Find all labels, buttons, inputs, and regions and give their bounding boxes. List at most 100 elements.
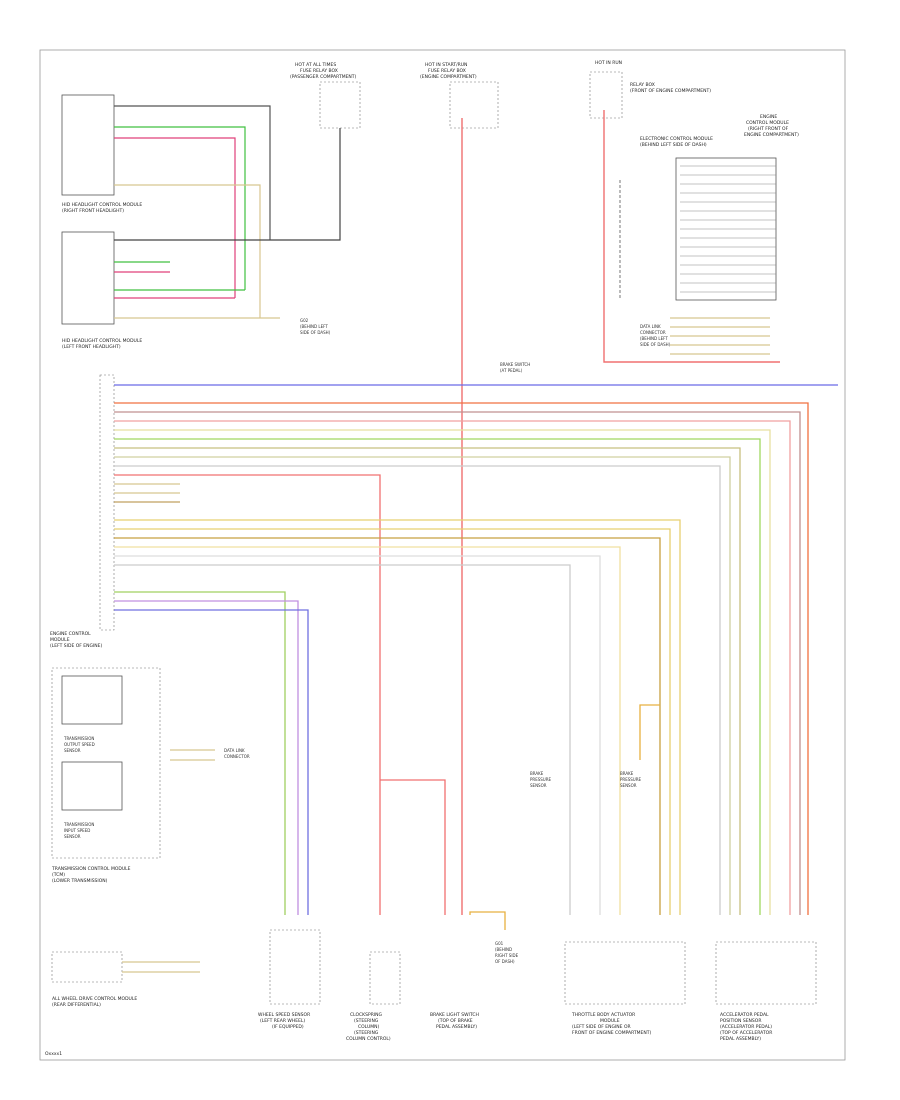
svg-text:(ACCELERATOR PEDAL): (ACCELERATOR PEDAL) [720, 1024, 772, 1030]
g01-l1: G01 [495, 941, 504, 946]
data-lines-right [670, 317, 770, 355]
fuse-mid-line3: (ENGINE COMPARTMENT) [420, 74, 477, 80]
fuse-right-line3: (FRONT OF ENGINE COMPARTMENT) [630, 88, 711, 94]
diagram-frame [39, 49, 846, 1061]
svg-text:(LEFT SIDE OF ENGINE OR: (LEFT SIDE OF ENGINE OR [572, 1024, 631, 1030]
ts2-l3: SENSOR [64, 834, 81, 839]
svg-text:G02: G02 [300, 318, 309, 323]
small-conn-l1: DATA LINK [224, 748, 245, 753]
data-lines-l3: (BEHIND LEFT [640, 336, 668, 341]
tb-l1: THROTTLE BODY ACTUATOR [571, 1012, 635, 1018]
svg-text:HID HEADLIGHT CONTROL MODULE: HID HEADLIGHT CONTROL MODULE [62, 202, 142, 208]
svg-text:(RIGHT FRONT OF: (RIGHT FRONT OF [748, 126, 789, 132]
svg-text:SENSOR: SENSOR [64, 748, 81, 753]
wire-brake-yellow [469, 911, 506, 930]
svg-text:(BEHIND: (BEHIND [495, 947, 512, 952]
fuse-box-right: HOT IN RUN RELAY BOX (FRONT OF ENGINE CO… [589, 60, 711, 119]
ccs-l5: COLUMN CONTROL) [346, 1036, 391, 1042]
bls-l3: PEDAL ASSEMBLY) [436, 1024, 477, 1030]
svg-text:BRAKE: BRAKE [530, 771, 544, 776]
right-top-l1: ENGINE [760, 114, 777, 120]
svg-text:OF DASH): OF DASH) [495, 959, 515, 964]
left-mid-l2: MODULE [50, 637, 70, 643]
ecm-connector [99, 374, 115, 631]
data-lines-l4: SIDE OF DASH) [640, 342, 671, 347]
ground-mid-l3: SIDE OF DASH) [300, 330, 331, 335]
svg-text:Oxxxx1: Oxxxx1 [45, 1051, 62, 1057]
hid-right-label2: (RIGHT FRONT HEADLIGHT) [62, 208, 124, 214]
ts2-l2: INPUT SPEED [64, 828, 90, 833]
fuse-right-line1: HOT IN RUN [595, 60, 622, 66]
svg-text:(LEFT SIDE OF ENGINE): (LEFT SIDE OF ENGINE) [50, 643, 103, 649]
svg-text:SENSOR: SENSOR [620, 783, 637, 788]
svg-text:RIGHT SIDE: RIGHT SIDE [495, 953, 519, 958]
awd-wires [122, 961, 200, 973]
svg-text:(LOWER TRANSMISSION): (LOWER TRANSMISSION) [52, 878, 108, 884]
svg-text:SENSOR: SENSOR [64, 834, 81, 839]
app-l2: POSITION SENSOR [720, 1018, 761, 1024]
fuse-box-mid: HOT IN START/RUN FUSE RELAY BOX (ENGINE … [420, 62, 499, 129]
hid-lower-wires [114, 128, 341, 319]
ws-l1: WHEEL SPEED SENSOR [258, 1012, 310, 1018]
throttle-module [564, 941, 686, 1005]
clockspring-box [369, 951, 401, 1005]
wire-throttle-branch [639, 704, 660, 760]
bps-a-l3: SENSOR [530, 783, 547, 788]
svg-text:G01: G01 [495, 941, 504, 946]
svg-text:FUSE RELAY BOX: FUSE RELAY BOX [300, 68, 338, 74]
right-conn-l1: ELECTRONIC CONTROL MODULE [640, 136, 713, 142]
bps-b-l1: BRAKE [620, 771, 634, 776]
svg-text:(AT PEDAL): (AT PEDAL) [500, 368, 523, 373]
svg-text:SIDE OF DASH): SIDE OF DASH) [300, 330, 331, 335]
svg-text:HOT IN START/RUN: HOT IN START/RUN [425, 62, 467, 68]
svg-text:(TCM): (TCM) [52, 872, 65, 878]
right-top-l3: (RIGHT FRONT OF [748, 126, 789, 132]
main-bus-wires [114, 384, 838, 915]
trans-sensor-2 [61, 761, 123, 811]
svg-text:COLUMN): COLUMN) [358, 1024, 380, 1030]
svg-text:(LEFT FRONT HEADLIGHT): (LEFT FRONT HEADLIGHT) [62, 344, 121, 350]
svg-text:(TOP OF ACCELERATOR: (TOP OF ACCELERATOR [720, 1030, 772, 1036]
tcm-l3: (LOWER TRANSMISSION) [52, 878, 108, 884]
app-l3: (ACCELERATOR PEDAL) [720, 1024, 772, 1030]
right-top-l4: ENGINE COMPARTMENT) [744, 132, 799, 138]
svg-text:SENSOR: SENSOR [530, 783, 547, 788]
svg-text:FRONT OF ENGINE COMPARTMENT): FRONT OF ENGINE COMPARTMENT) [572, 1030, 651, 1036]
svg-text:(ENGINE COMPARTMENT): (ENGINE COMPARTMENT) [420, 74, 477, 80]
svg-text:TRANSMISSION CONTROL MODULE: TRANSMISSION CONTROL MODULE [51, 866, 131, 872]
fuse-left-line1: HOT AT ALL TIMES [295, 62, 336, 68]
accelerator-sensor [715, 941, 817, 1005]
trans-sensor-1 [61, 675, 123, 725]
svg-text:MODULE: MODULE [50, 637, 70, 643]
svg-text:ENGINE CONTROL: ENGINE CONTROL [50, 631, 91, 637]
svg-text:HOT AT ALL TIMES: HOT AT ALL TIMES [295, 62, 336, 68]
tcm-l1: TRANSMISSION CONTROL MODULE [51, 866, 131, 872]
svg-text:INPUT SPEED: INPUT SPEED [64, 828, 90, 833]
svg-text:PEDAL ASSEMBLY): PEDAL ASSEMBLY) [436, 1024, 477, 1030]
svg-text:CONNECTOR: CONNECTOR [224, 754, 250, 759]
tcm-box [51, 667, 161, 859]
ts2-l1: TRANSMISSION [63, 822, 94, 827]
page-code: Oxxxx1 [45, 1051, 62, 1057]
hid-module-right [61, 94, 115, 196]
bps-a-l2: PRESSURE [530, 777, 552, 782]
svg-text:TRANSMISSION: TRANSMISSION [63, 736, 94, 741]
svg-text:TRANSMISSION: TRANSMISSION [63, 822, 94, 827]
svg-text:COLUMN CONTROL): COLUMN CONTROL) [346, 1036, 391, 1042]
svg-text:(STEERING: (STEERING [354, 1018, 379, 1024]
bps-a-l1: BRAKE [530, 771, 544, 776]
wheel-speed-sensor [269, 929, 321, 1005]
ground-mid-l2: (BEHIND LEFT [300, 324, 328, 329]
app-l1: ACCELERATOR PEDAL [720, 1012, 769, 1018]
ws-l2: (LEFT REAR WHEEL) [260, 1018, 305, 1024]
svg-text:(BEHIND LEFT: (BEHIND LEFT [640, 336, 668, 341]
fuse-box-left: HOT AT ALL TIMES FUSE RELAY BOX (PASSENG… [290, 62, 361, 129]
svg-text:PRESSURE: PRESSURE [620, 777, 642, 782]
svg-text:SIDE OF DASH): SIDE OF DASH) [640, 342, 671, 347]
ws-l3: (IF EQUIPPED) [272, 1024, 304, 1030]
brake-switch-l2: (AT PEDAL) [500, 368, 523, 373]
svg-text:BRAKE LIGHT SWITCH: BRAKE LIGHT SWITCH [430, 1012, 479, 1018]
fuse-left-line2: FUSE RELAY BOX [300, 68, 338, 74]
tcm-l2: (TCM) [52, 872, 65, 878]
